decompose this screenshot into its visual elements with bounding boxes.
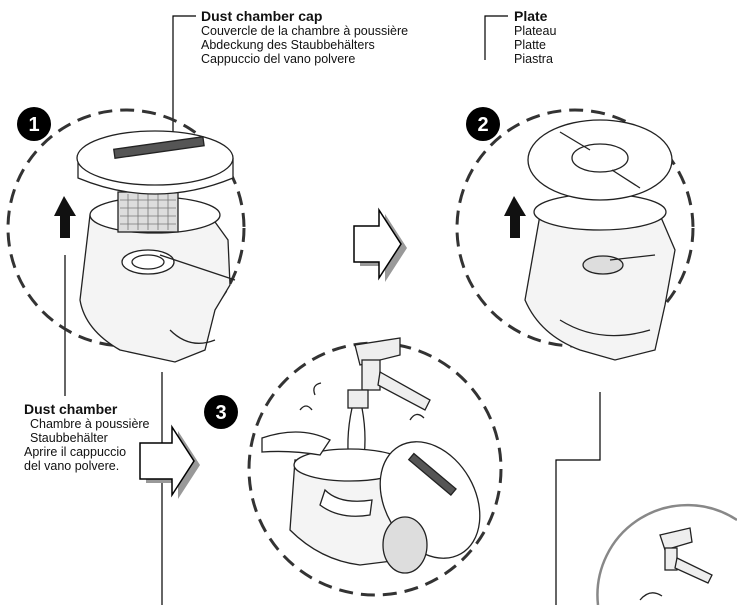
step3-number: 3 [215,402,226,424]
step2-number: 2 [477,114,488,136]
step2-illustration [525,120,675,360]
step3-illustration [262,338,500,576]
step1-illustration [77,131,235,362]
cap-leader-line [173,16,196,140]
plate-leader-line [485,16,508,60]
faucet-icon [348,338,430,410]
step1-number: 1 [28,114,39,136]
partial-faucet-illustration [640,528,712,600]
step2-leader-line [556,392,600,605]
